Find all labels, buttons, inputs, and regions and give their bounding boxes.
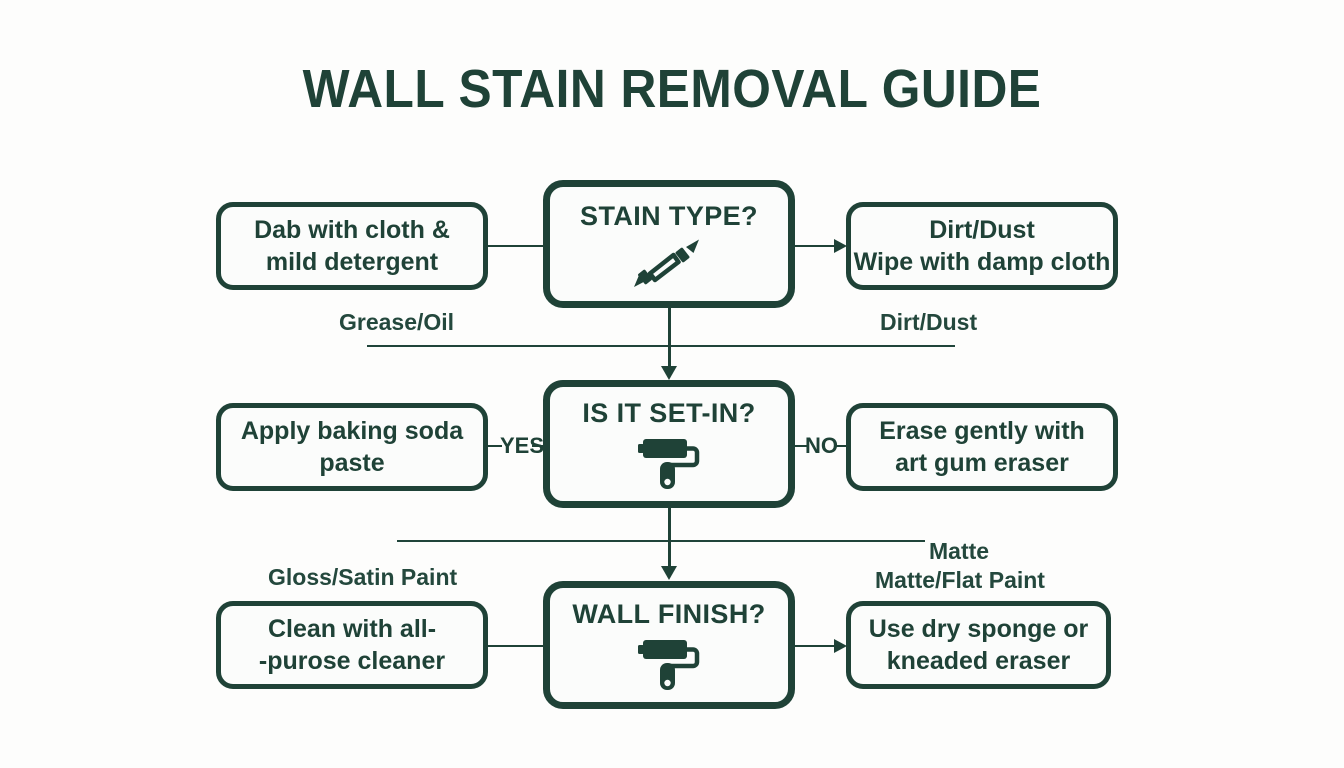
action-box-baking-soda-paste[interactable]: Apply baking soda paste <box>216 403 488 491</box>
connector-row2-right-stub-a <box>795 445 807 447</box>
action-box-all-purpose-cleaner[interactable]: Clean with all- -purose cleaner <box>216 601 488 689</box>
connector-row1-left <box>488 245 544 247</box>
connector-row1-to-row2 <box>668 308 671 370</box>
action-box-line-1: Apply baking soda <box>240 417 464 445</box>
decision-box-stain-type[interactable]: STAIN TYPE? <box>543 180 795 308</box>
edge-label-matte: Matte <box>929 538 990 564</box>
action-box-art-gum-eraser[interactable]: Erase gently with art gum eraser <box>846 403 1118 491</box>
arrow-down-row1-icon <box>661 366 677 380</box>
connector-row3-left <box>488 645 544 647</box>
decision-box-label: STAIN TYPE? <box>580 200 758 231</box>
decision-box-label: IS IT SET-IN? <box>582 397 756 428</box>
action-box-line-1: Use dry sponge or <box>868 615 1089 643</box>
edge-label-no: NO <box>805 433 838 458</box>
divider-row2 <box>397 540 925 542</box>
edge-label-dirt-dust: Dirt/Dust <box>880 309 978 335</box>
action-box-line-2: art gum eraser <box>895 449 1069 477</box>
connector-row1-right <box>795 245 840 247</box>
connector-row3-right <box>795 645 840 647</box>
edge-label-gloss-satin-paint: Gloss/Satin Paint <box>268 564 458 590</box>
action-box-line-1: Dab with cloth & <box>254 216 450 244</box>
action-box-line-1: Dirt/Dust <box>929 216 1035 244</box>
divider-row1 <box>367 345 955 347</box>
action-box-line-1: Clean with all- <box>267 615 437 643</box>
connector-row2-left-stub-b <box>532 445 544 447</box>
action-box-line-2: kneaded eraser <box>886 647 1071 675</box>
action-box-wipe-with-damp-cloth[interactable]: Dirt/Dust Wipe with damp cloth <box>846 202 1118 290</box>
action-box-line-1: Erase gently with <box>879 417 1085 445</box>
connector-row2-left-stub-a <box>488 445 502 447</box>
arrow-row1-right-icon <box>834 239 847 253</box>
action-box-line-2: paste <box>319 449 385 477</box>
paint-roller-icon <box>633 434 705 492</box>
decision-box-is-it-set-in[interactable]: IS IT SET-IN? <box>543 380 795 508</box>
arrow-row3-right-icon <box>834 639 847 653</box>
action-box-line-2: -purose cleaner <box>258 647 446 675</box>
action-box-line-2: mild detergent <box>265 248 439 276</box>
decision-box-label: WALL FINISH? <box>572 598 766 629</box>
edge-label-matte-flat-paint: Matte/Flat Paint <box>875 567 1045 593</box>
crayon-icon <box>626 237 712 289</box>
decision-box-wall-finish[interactable]: WALL FINISH? <box>543 581 795 709</box>
action-box-line-2: Wipe with damp cloth <box>853 248 1111 276</box>
action-box-dab-with-cloth[interactable]: Dab with cloth & mild detergent <box>216 202 488 290</box>
edge-label-grease-oil: Grease/Oil <box>339 309 455 335</box>
action-box-dry-sponge-kneaded-eraser[interactable]: Use dry sponge or kneaded eraser <box>846 601 1111 689</box>
paint-roller-icon <box>633 635 705 693</box>
arrow-down-row2-icon <box>661 566 677 580</box>
connector-row2-to-row3 <box>668 508 671 570</box>
page-title: WALL STAIN REMOVAL GUIDE <box>302 59 1042 119</box>
connector-row2-right-stub-b <box>836 445 848 447</box>
